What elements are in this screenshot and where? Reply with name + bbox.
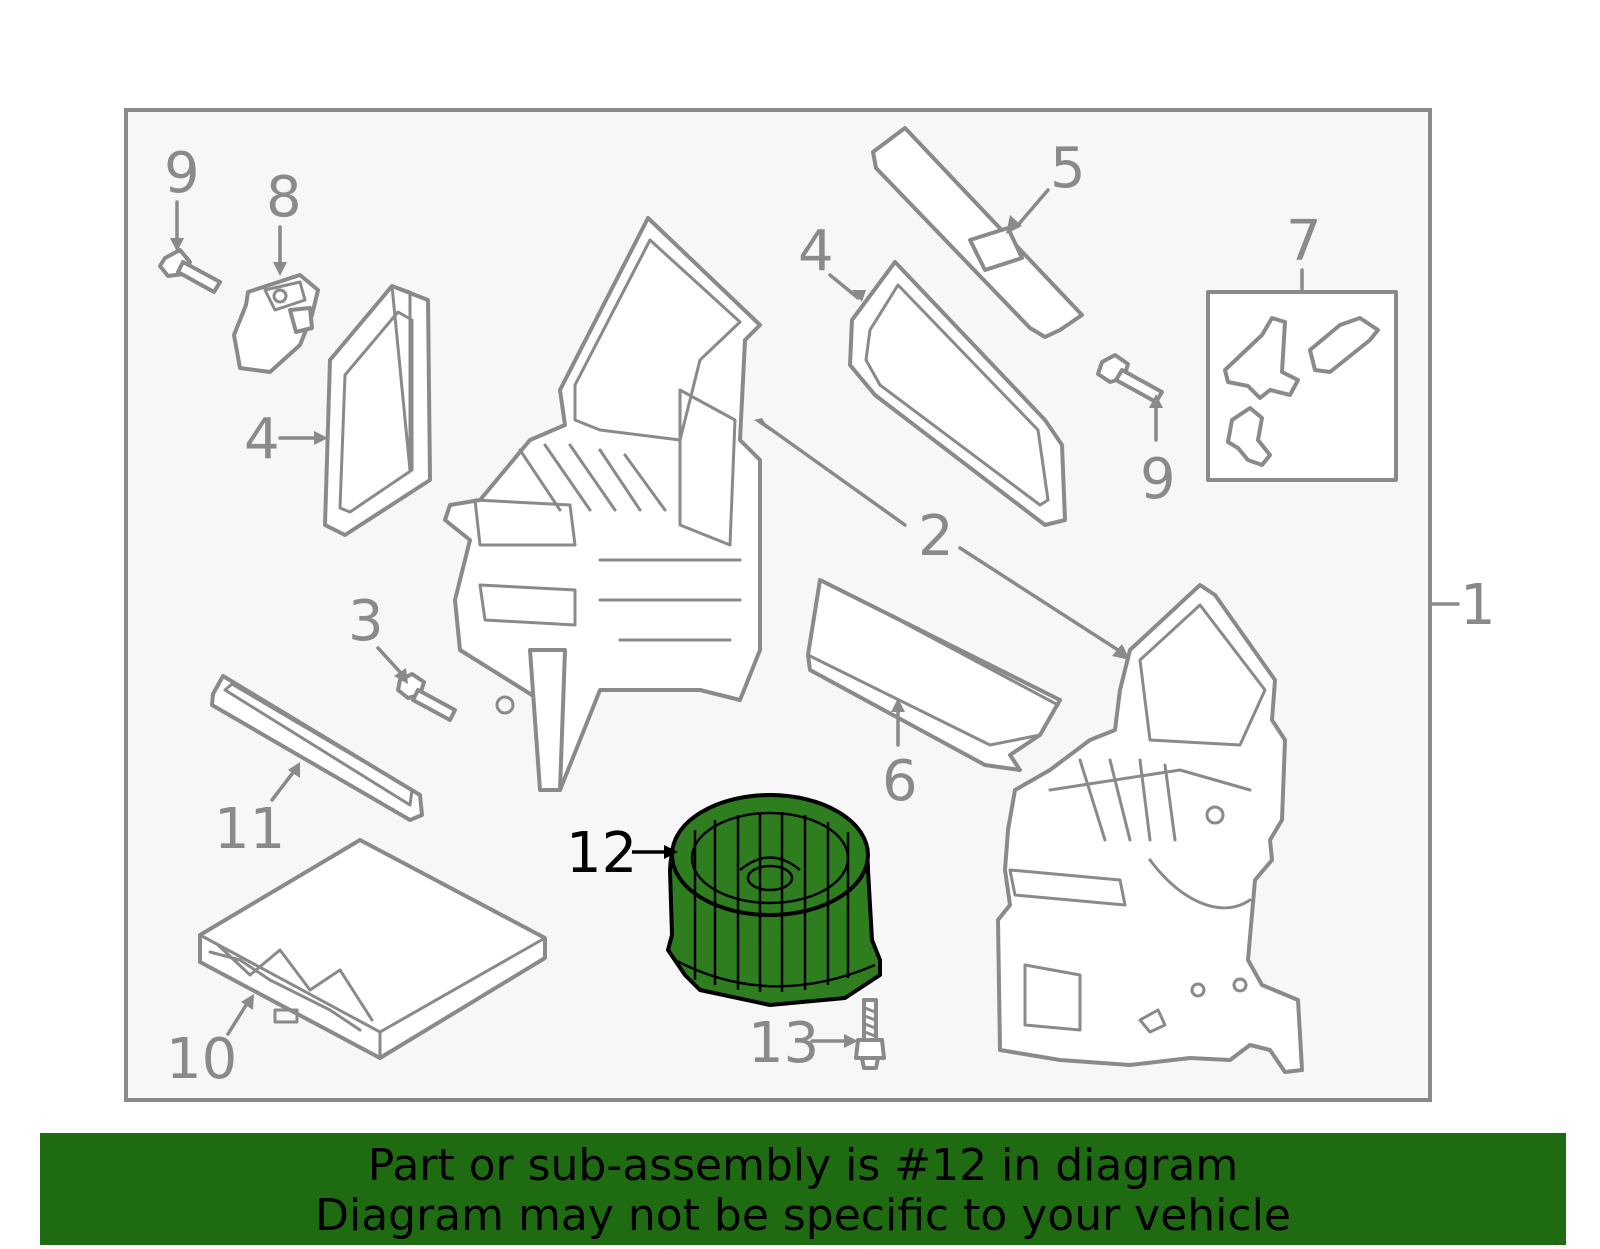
part-9-bolt-left <box>158 248 222 294</box>
part-2-case-upper <box>443 216 762 792</box>
callout-12: 12 <box>566 821 637 886</box>
part-2-case-assembled <box>996 583 1304 1074</box>
part-5-duct <box>871 126 1084 339</box>
callout-9-right: 9 <box>1140 447 1176 512</box>
callout-8: 8 <box>266 165 302 230</box>
banner-line-part: Part or sub-assembly is #12 in diagram <box>367 1140 1239 1191</box>
part-11-filter <box>210 674 424 822</box>
callout-5: 5 <box>1050 136 1086 201</box>
leader-lines <box>170 188 1460 1048</box>
callout-1: 1 <box>1460 573 1496 638</box>
callout-7: 7 <box>1286 209 1322 274</box>
callout-4-left: 4 <box>244 407 280 472</box>
part-4-filter-left <box>323 284 432 537</box>
callout-10: 10 <box>166 1027 237 1092</box>
part-13-screw <box>854 998 886 1070</box>
info-banner: Part or sub-assembly is #12 in diagram D… <box>40 1133 1566 1245</box>
part-10-cabin-filter <box>198 838 547 1060</box>
part-3-screw <box>396 672 457 722</box>
callout-11: 11 <box>214 797 285 862</box>
part-12-blower-motor <box>666 793 882 1007</box>
part-4-filter-right <box>848 260 1067 527</box>
callout-6: 6 <box>882 749 918 814</box>
banner-line-disclaimer: Diagram may not be specific to your vehi… <box>315 1190 1291 1241</box>
callout-3: 3 <box>348 589 384 654</box>
part-6-duct <box>806 578 1062 772</box>
part-8-actuator <box>232 273 320 374</box>
callout-4-right: 4 <box>798 219 834 284</box>
callout-9-left: 9 <box>164 141 200 206</box>
callout-2: 2 <box>918 504 954 569</box>
callout-13: 13 <box>748 1011 819 1076</box>
part-7-kit <box>1206 290 1398 482</box>
